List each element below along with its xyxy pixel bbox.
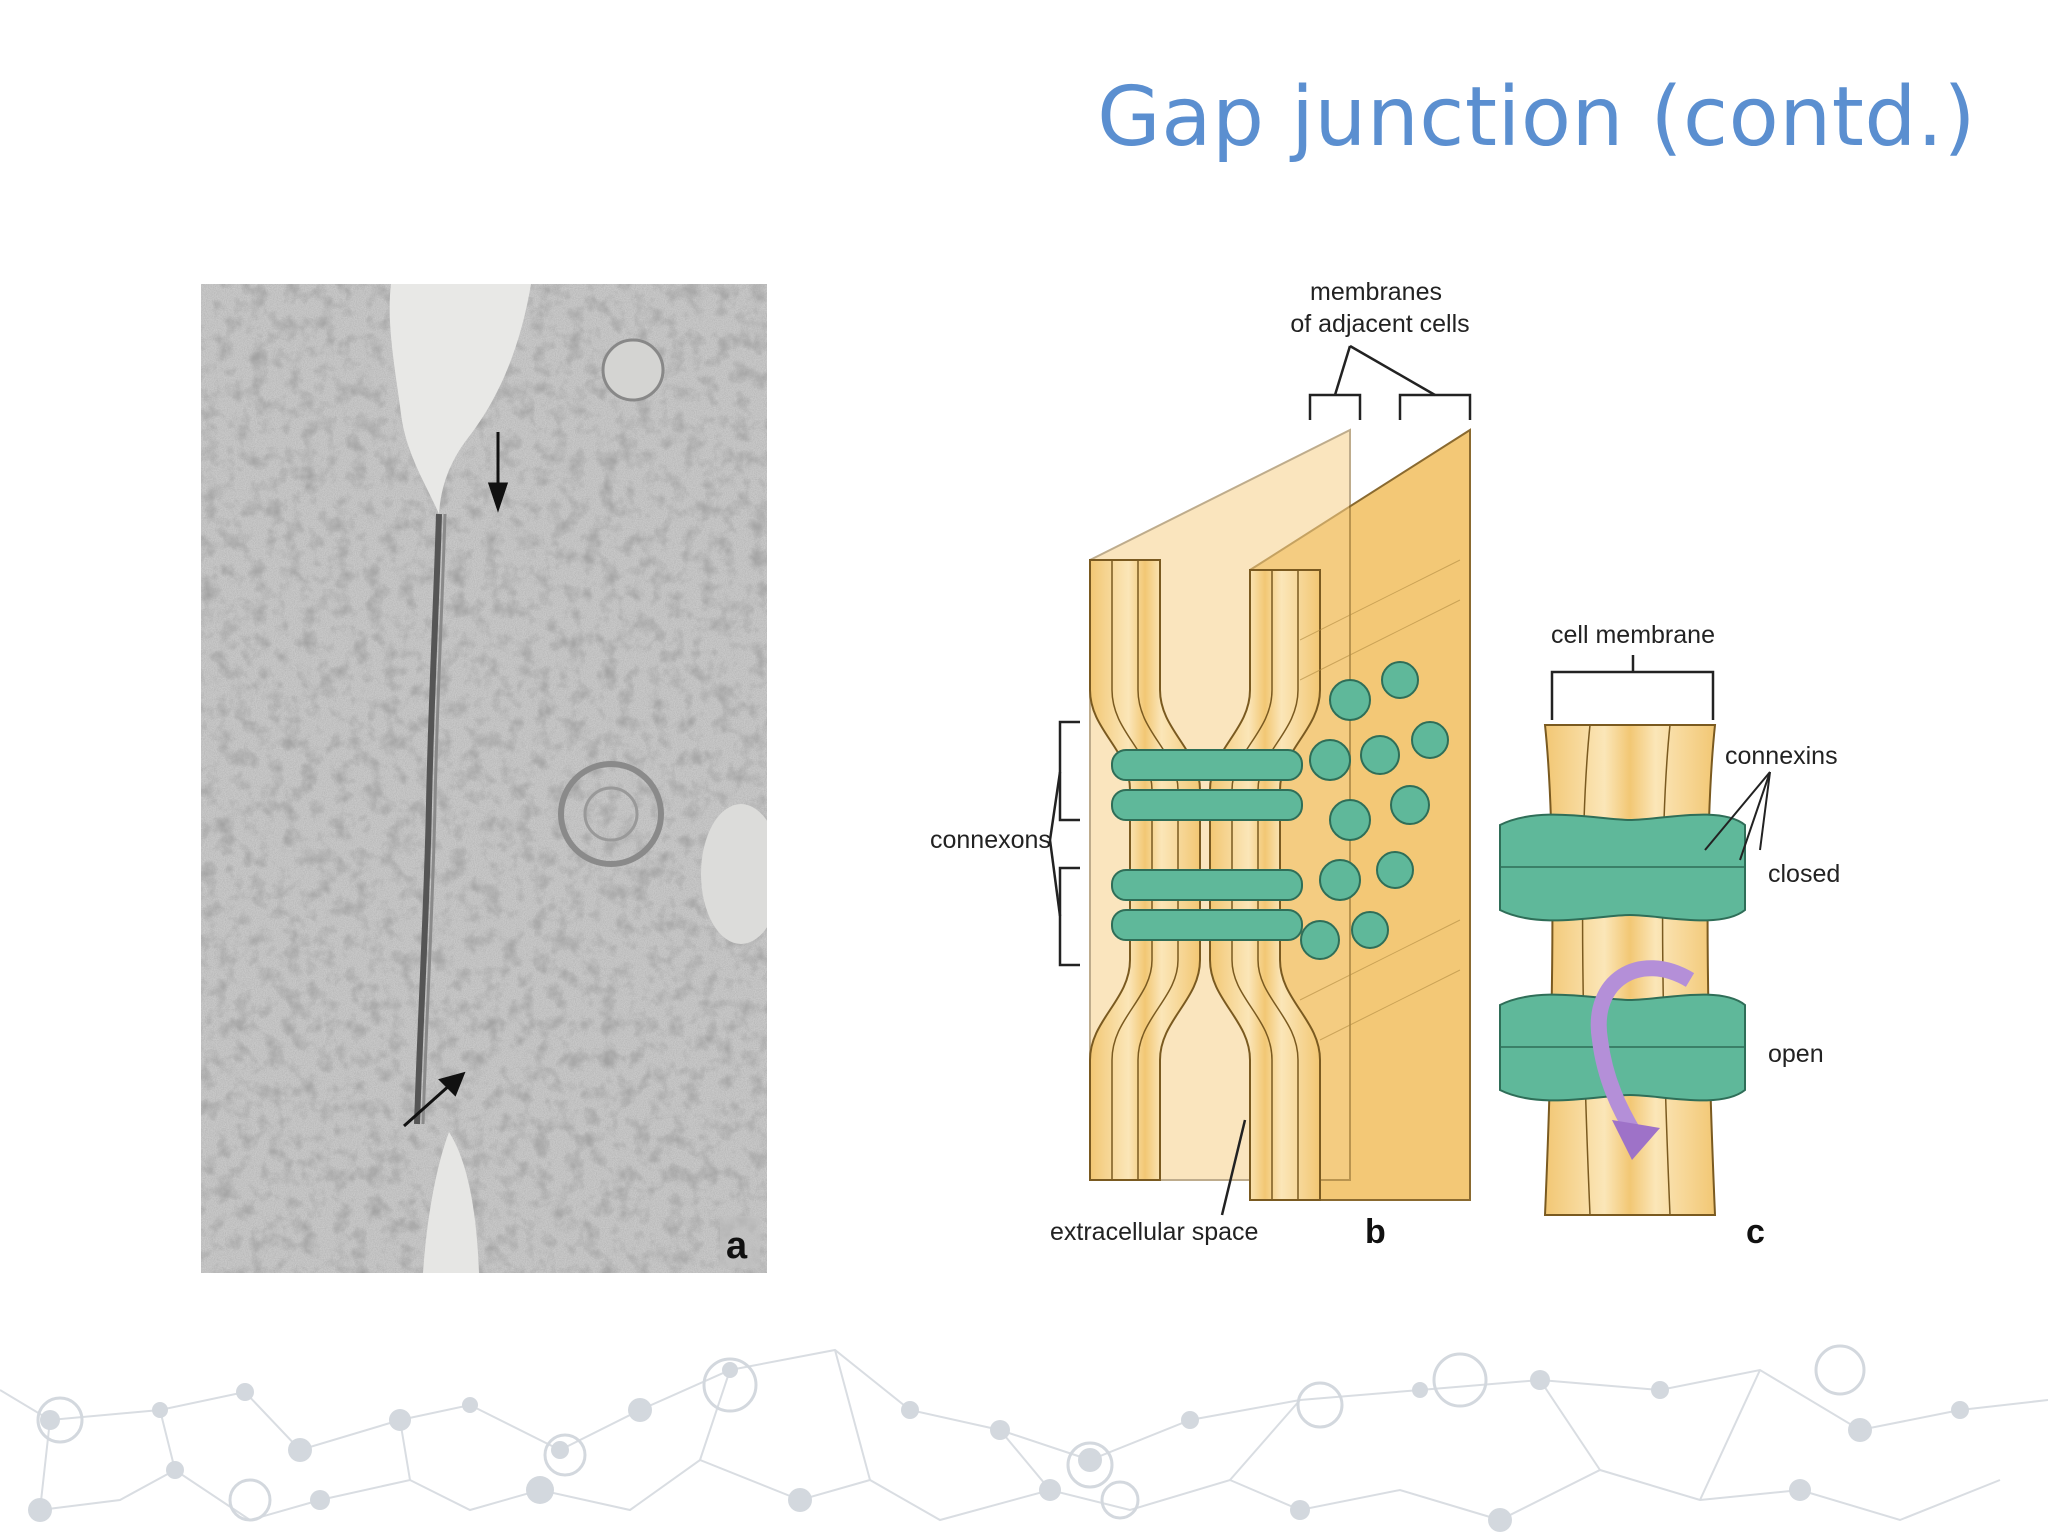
connexon-cluster <box>1300 661 1449 960</box>
panel-a-letter-text: a <box>726 1225 748 1267</box>
connexons-bracket <box>1048 720 1080 967</box>
membranes-bracket <box>1308 344 1472 420</box>
label-closed: closed <box>1768 860 1840 888</box>
cell-membrane-bracket <box>1550 655 1715 720</box>
panel-c-diagram <box>1499 724 1746 1216</box>
panel-c-letter: c <box>1746 1213 1765 1251</box>
arrow-top-icon <box>487 432 509 513</box>
decorative-network-pattern <box>0 1344 2048 1532</box>
label-adjacent-cells: of adjacent cells <box>1290 310 1469 338</box>
panel-b-diagram <box>1089 428 1471 1201</box>
panel-a-letter: a <box>720 1216 760 1268</box>
panel-b-letter: b <box>1365 1213 1386 1251</box>
arrow-bottom-icon <box>403 1071 466 1128</box>
label-extracellular-space: extracellular space <box>1050 1218 1258 1246</box>
rotation-arrow-icon <box>1612 1120 1660 1160</box>
label-connexins: connexins <box>1725 742 1838 770</box>
gap-junction-diagram: membranes of adjacent cells connexons ex… <box>930 278 1840 1251</box>
electron-micrograph <box>201 284 767 1273</box>
label-open: open <box>1768 1040 1824 1068</box>
label-membranes: membranes <box>1310 278 1442 306</box>
label-cell-membrane: cell membrane <box>1551 621 1715 649</box>
label-connexons: connexons <box>930 826 1051 854</box>
slide-title: Gap junction (contd.) <box>1097 70 1976 165</box>
